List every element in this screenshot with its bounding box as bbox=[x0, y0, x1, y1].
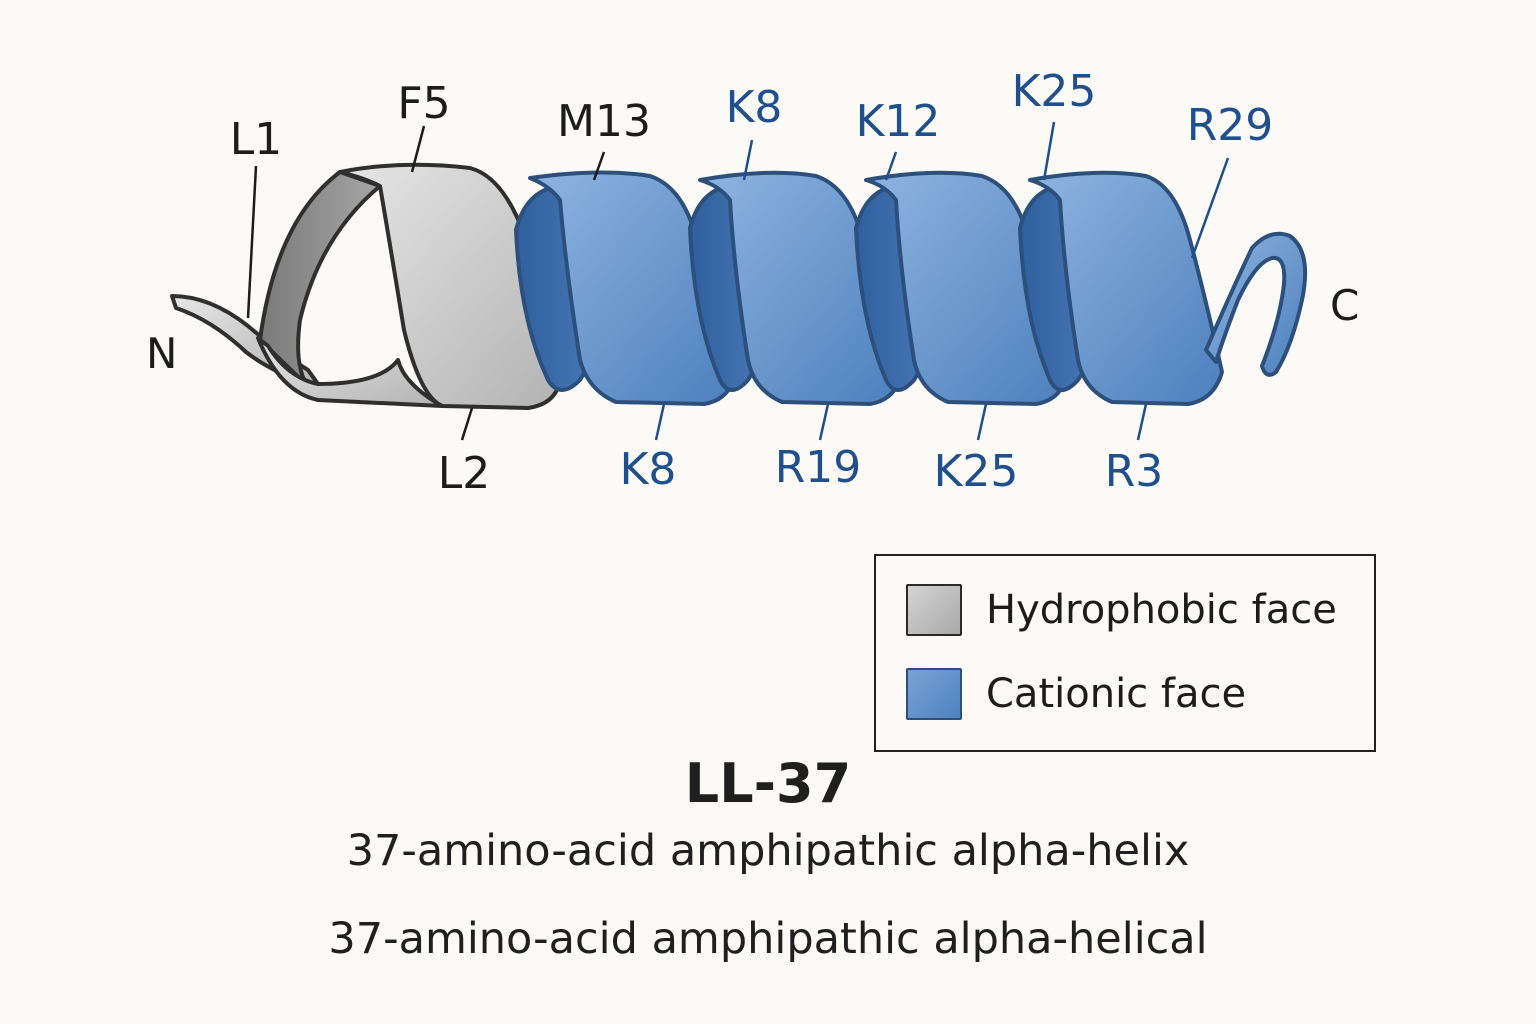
hydrophobic-coil-bottom-band bbox=[256, 336, 444, 408]
subtitle-line-2: 37-amino-acid amphipathic alpha-helical bbox=[328, 914, 1208, 964]
residue-label: R3 bbox=[1105, 446, 1164, 497]
leader-top-2 bbox=[410, 125, 426, 173]
cationic-coil-1 bbox=[514, 170, 738, 406]
n-terminus-label: N bbox=[146, 329, 177, 378]
diagram-title: LL-37 bbox=[684, 752, 852, 815]
residue-label: K8 bbox=[726, 82, 783, 133]
legend-item-cationic: Cationic face bbox=[906, 668, 1246, 720]
leader-top-3 bbox=[592, 151, 606, 181]
leader-top-7 bbox=[1190, 157, 1230, 259]
leader-top-4 bbox=[742, 139, 754, 181]
residue-label: F5 bbox=[397, 78, 450, 129]
leader-bottom-3 bbox=[818, 403, 830, 441]
residue-label: K25 bbox=[934, 446, 1019, 497]
legend-item-hydrophobic: Hydrophobic face bbox=[906, 584, 1337, 636]
leader-bottom-4 bbox=[976, 403, 988, 441]
cationic-coil-4 bbox=[1018, 170, 1224, 406]
c-terminus-label: C bbox=[1330, 281, 1359, 330]
cationic-swatch bbox=[906, 668, 962, 720]
residue-label: R29 bbox=[1187, 100, 1274, 151]
leader-top-1 bbox=[246, 165, 258, 319]
leader-top-5 bbox=[884, 151, 898, 181]
leader-bottom-2 bbox=[654, 403, 666, 441]
hydrophobic-coil-front bbox=[338, 162, 562, 410]
residue-label: M13 bbox=[557, 96, 651, 147]
hydrophobic-swatch bbox=[906, 584, 962, 636]
legend: Hydrophobic face Cationic face bbox=[874, 554, 1376, 752]
legend-label: Hydrophobic face bbox=[986, 587, 1337, 633]
hydrophobic-coil-back bbox=[258, 170, 382, 398]
leader-top-6 bbox=[1042, 121, 1056, 181]
c-terminal-tail bbox=[1204, 231, 1308, 377]
leader-bottom-5 bbox=[1136, 403, 1148, 441]
residue-label: K8 bbox=[620, 444, 677, 495]
hydrophobic-coil bbox=[256, 162, 562, 410]
residue-label: K12 bbox=[856, 96, 941, 147]
residue-label: L2 bbox=[438, 448, 491, 499]
residue-label: L1 bbox=[230, 114, 283, 165]
subtitle-line-1: 37-amino-acid amphipathic alpha-helix bbox=[346, 826, 1190, 876]
residue-label: R19 bbox=[775, 442, 862, 493]
residue-label: K25 bbox=[1012, 66, 1097, 117]
legend-label: Cationic face bbox=[986, 671, 1247, 717]
leader-bottom-1 bbox=[460, 407, 474, 441]
